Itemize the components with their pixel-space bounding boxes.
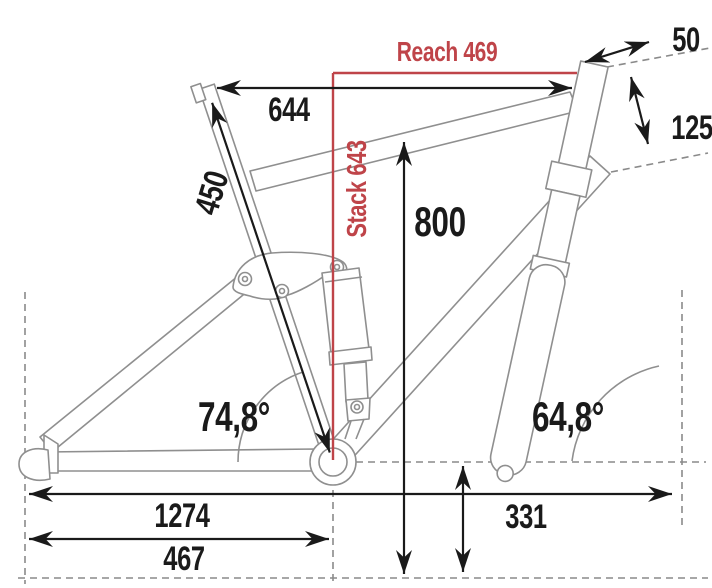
rear-shock <box>321 267 373 440</box>
head-angle-arc <box>571 365 660 462</box>
reach-label: Reach 469 <box>396 36 498 67</box>
chainstay <box>43 448 319 472</box>
seat-angle-label: 74,8° <box>197 393 271 440</box>
dimension-lines <box>29 40 672 574</box>
ref-headtube-top-extension <box>606 47 711 68</box>
frame <box>18 60 611 486</box>
seat-clamp <box>190 82 207 104</box>
standover-label: 800 <box>414 198 466 245</box>
wheelbase-label: 1274 <box>154 497 210 535</box>
dim-stem-line <box>584 40 650 64</box>
shock-shaft <box>343 361 369 403</box>
rear-dropout-hook <box>18 448 51 481</box>
head-angle-label: 64,8° <box>531 393 605 440</box>
top-tube-label: 644 <box>268 91 310 129</box>
fork-and-head-tube <box>489 60 609 483</box>
accent-lines <box>331 71 577 460</box>
dim-head-tube-line <box>629 76 650 145</box>
ref-headtube-bottom-extension <box>610 152 709 173</box>
stem-label: 50 <box>672 21 700 59</box>
front-axle <box>496 464 514 483</box>
dim-seat-tube-line <box>211 102 331 453</box>
rear-center-label: 467 <box>163 540 205 578</box>
head-tube-label: 125 <box>671 109 712 147</box>
bb-height-label: 331 <box>505 498 547 536</box>
stack-label: Stack 643 <box>341 140 372 238</box>
